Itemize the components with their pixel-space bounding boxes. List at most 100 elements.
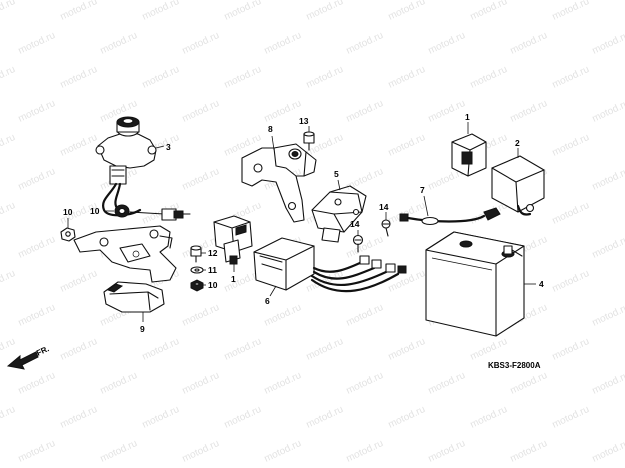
watermark-text: motod.ru — [305, 64, 345, 91]
watermark-text: motod.ru — [387, 404, 427, 431]
watermark-text: motod.ru — [551, 132, 591, 159]
callout-4: 4 — [539, 279, 544, 289]
watermark-text: motod.ru — [591, 370, 625, 397]
watermark-text: motod.ru — [0, 200, 17, 227]
watermark-text: motod.ru — [0, 336, 17, 363]
watermark-text: motod.ru — [99, 30, 139, 57]
callout-8: 8 — [268, 124, 273, 134]
watermark-text: motod.ru — [59, 0, 99, 23]
watermark-text: motod.ru — [591, 302, 625, 329]
watermark-text: motod.ru — [181, 98, 221, 125]
watermark-text: motod.ru — [469, 64, 509, 91]
callout-14-right: 14 — [379, 202, 389, 212]
watermark-text: motod.ru — [551, 404, 591, 431]
watermark-text: motod.ru — [141, 404, 181, 431]
callout-5: 5 — [334, 169, 339, 179]
watermark-text: motod.ru — [305, 0, 345, 23]
part-battery-cable[interactable] — [399, 207, 501, 226]
watermark-text: motod.ru — [427, 98, 467, 125]
part-bolt-12[interactable] — [190, 245, 202, 263]
watermark-text: motod.ru — [59, 404, 99, 431]
watermark-text: motod.ru — [345, 30, 385, 57]
callout-6: 6 — [265, 296, 270, 306]
watermark-text: motod.ru — [223, 64, 263, 91]
watermark-text: motod.ru — [0, 404, 17, 431]
part-screw-14b[interactable] — [381, 219, 391, 237]
callout-14-middle: 14 — [350, 219, 360, 229]
part-nut-10-lower[interactable] — [190, 279, 204, 292]
callout-3: 3 — [166, 142, 171, 152]
part-frame-bracket[interactable] — [241, 143, 317, 223]
callout-9: 9 — [140, 324, 145, 334]
part-mounting-bracket[interactable] — [73, 225, 177, 313]
watermark-text: motod.ru — [591, 234, 625, 261]
watermark-text: motod.ru — [387, 336, 427, 363]
watermark-text: motod.ru — [141, 0, 181, 23]
part-bolt-13[interactable] — [303, 131, 315, 151]
watermark-text: motod.ru — [551, 200, 591, 227]
watermark-text: motod.ru — [263, 30, 303, 57]
part-grommet-upper[interactable] — [114, 204, 130, 218]
part-control-unit[interactable] — [491, 155, 545, 216]
part-relay-1[interactable] — [213, 215, 253, 265]
part-ignition-switch[interactable] — [95, 116, 157, 217]
watermark-text: motod.ru — [141, 64, 181, 91]
watermark-text: motod.ru — [17, 30, 57, 57]
watermark-text: motod.ru — [551, 64, 591, 91]
watermark-text: motod.ru — [17, 370, 57, 397]
watermark-text: motod.ru — [59, 268, 99, 295]
callout-12: 12 — [208, 248, 218, 258]
watermark-text: motod.ru — [263, 370, 303, 397]
watermark-text: motod.ru — [551, 0, 591, 23]
part-nut-left[interactable] — [60, 227, 76, 242]
watermark-text: motod.ru — [551, 268, 591, 295]
part-regulator-rectifier[interactable] — [311, 185, 367, 243]
part-washer-11[interactable] — [190, 266, 204, 274]
part-battery[interactable] — [425, 231, 525, 337]
callout-1-left: 1 — [231, 274, 236, 284]
watermark-text: motod.ru — [181, 302, 221, 329]
watermark-text: motod.ru — [17, 302, 57, 329]
watermark-text: motod.ru — [469, 336, 509, 363]
direction-indicator: FR. — [6, 344, 51, 370]
callout-10-upper: 10 — [90, 206, 100, 216]
watermark-text: motod.ru — [345, 438, 385, 465]
watermark-text: motod.ru — [427, 438, 467, 465]
watermark-text: motod.ru — [181, 30, 221, 57]
watermark-text: motod.ru — [17, 98, 57, 125]
watermark-text: motod.ru — [345, 370, 385, 397]
callout-13: 13 — [299, 116, 309, 126]
watermark-text: motod.ru — [263, 302, 303, 329]
watermark-text: motod.ru — [0, 132, 17, 159]
part-starter-relay[interactable] — [451, 133, 487, 177]
watermark-text: motod.ru — [0, 0, 17, 23]
callout-10-left: 10 — [63, 207, 73, 217]
watermark-text: motod.ru — [345, 302, 385, 329]
watermark-text: motod.ru — [59, 64, 99, 91]
watermark-text: motod.ru — [99, 370, 139, 397]
watermark-text: motod.ru — [305, 404, 345, 431]
harness-connector-small[interactable] — [129, 208, 191, 221]
watermark-text: motod.ru — [387, 200, 427, 227]
watermark-text: motod.ru — [59, 336, 99, 363]
leader-lines — [67, 122, 536, 322]
watermark-text: motod.ru — [17, 166, 57, 193]
watermark-text: motod.ru — [509, 370, 549, 397]
callout-1-right: 1 — [465, 112, 470, 122]
watermark-text: motod.ru — [0, 64, 17, 91]
drawing-code: KBS3-F2800A — [488, 361, 541, 370]
watermark-text: motod.ru — [387, 0, 427, 23]
watermark-text: motod.ru — [263, 438, 303, 465]
watermark-text: motod.ru — [509, 30, 549, 57]
watermark-text: motod.ru — [591, 438, 625, 465]
watermark-text: motod.ru — [223, 336, 263, 363]
part-cdi-unit[interactable] — [253, 237, 407, 293]
direction-label: FR. — [35, 344, 50, 358]
watermark-text: motod.ru — [0, 268, 17, 295]
watermark-text: motod.ru — [345, 98, 385, 125]
watermark-text: motod.ru — [345, 166, 385, 193]
watermark-text: motod.ru — [141, 336, 181, 363]
watermark-text: motod.ru — [591, 30, 625, 57]
callout-2: 2 — [515, 138, 520, 148]
